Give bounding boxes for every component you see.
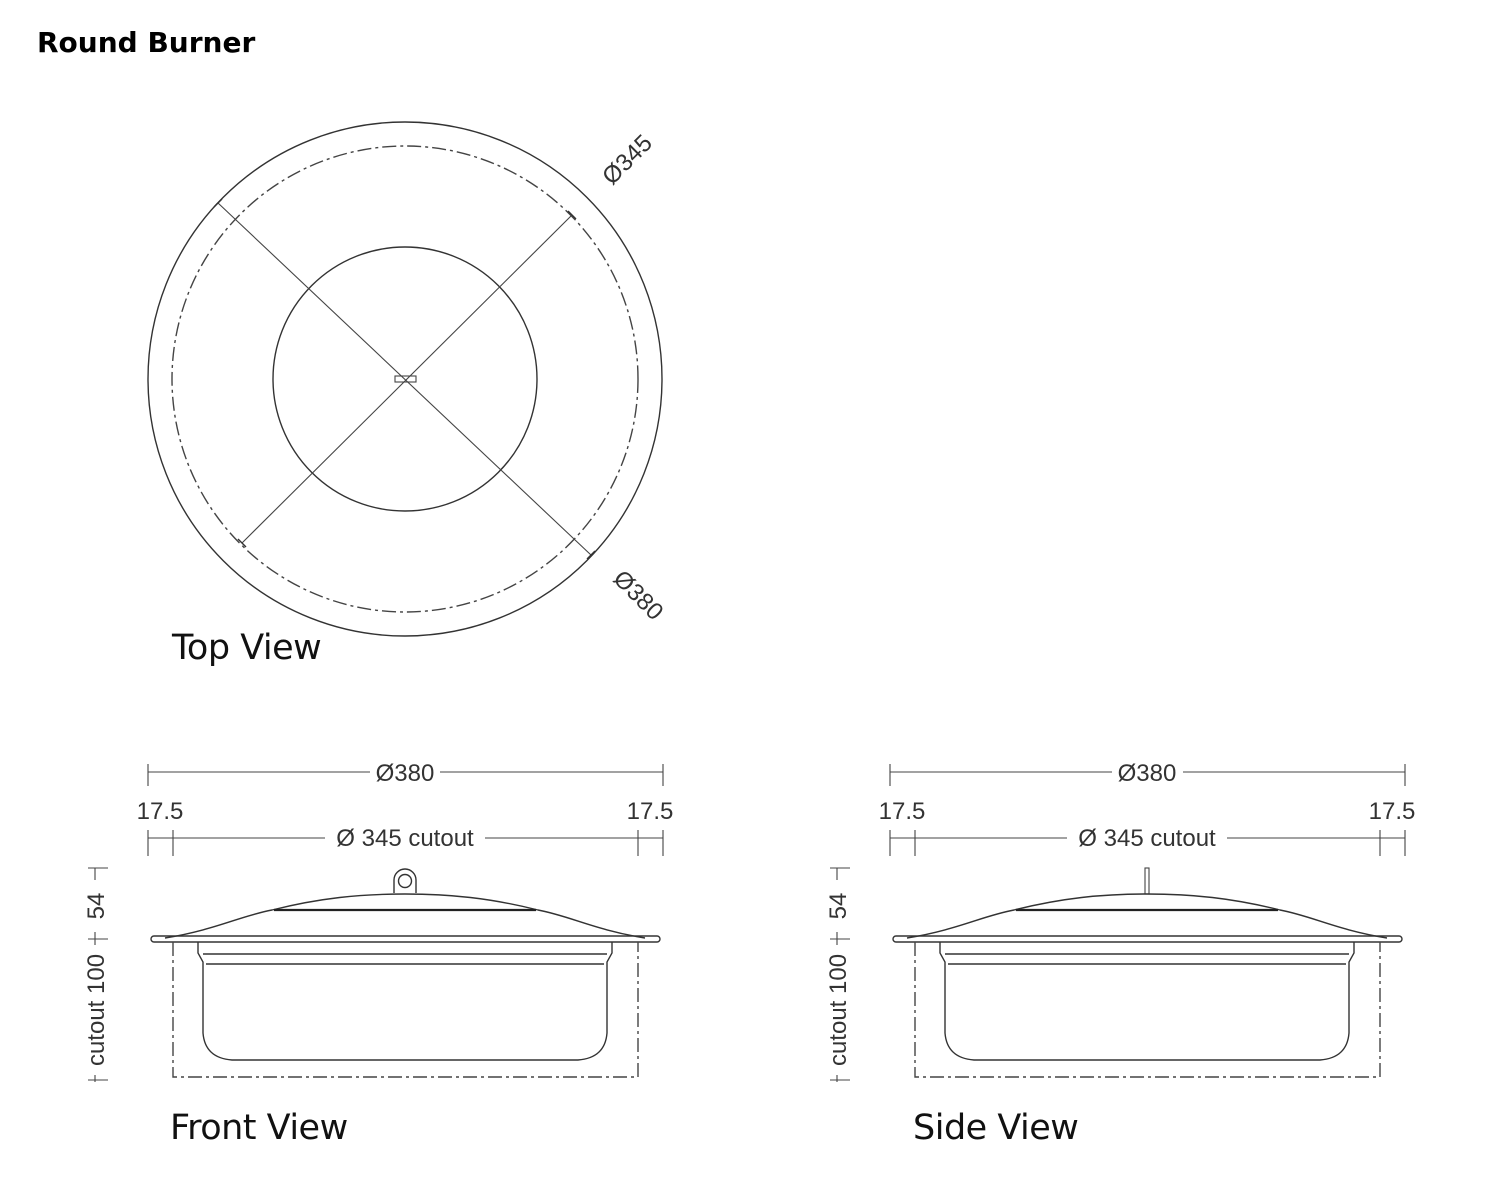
inner-burner-circle [272, 246, 538, 512]
side-dim-left-offset: 17.5 [879, 798, 926, 825]
page-title: Round Burner [37, 26, 256, 59]
side-dim-cutout: Ø 345 cutout [1078, 825, 1216, 852]
cutout-outline [172, 942, 639, 1078]
center-marker [394, 375, 417, 383]
outer-rim-circle [147, 121, 663, 637]
front-dim-right-offset: 17.5 [627, 798, 674, 825]
front-dim-cutout-depth: cutout 100 [83, 954, 110, 1066]
top-view-label: Top View [172, 628, 322, 668]
side-view-label: Side View [913, 1108, 1079, 1148]
front-view-label: Front View [170, 1108, 348, 1148]
front-view-drawing: Ø380 17.5 17.5 Ø 345 cutout 54 cutout 10… [82, 760, 673, 1082]
side-dim-lid-height: 54 [825, 893, 852, 920]
front-dim-lid-height: 54 [83, 893, 110, 920]
lid-dome [906, 893, 1388, 939]
lid-rim [150, 935, 661, 943]
top-dim-345: Ø345 [597, 130, 658, 191]
dimension-line-380 [217, 202, 592, 556]
cutout-circle [171, 145, 639, 613]
top-view-drawing: Ø345 Ø380 [147, 121, 669, 637]
front-dim-380: Ø380 [376, 760, 435, 787]
side-view-drawing: Ø380 17.5 17.5 Ø 345 cutout 54 cutout 10… [824, 760, 1415, 1082]
lid-dome [164, 893, 646, 939]
top-dim-380: Ø380 [608, 565, 669, 626]
side-dim-right-offset: 17.5 [1369, 798, 1416, 825]
lid-handle-ring [393, 868, 417, 893]
front-dim-left-offset: 17.5 [137, 798, 184, 825]
cutout-outline [914, 942, 1381, 1078]
dimension-line-345 [241, 214, 573, 544]
front-dim-cutout: Ø 345 cutout [336, 825, 474, 852]
lid-handle-edge [1144, 867, 1150, 895]
side-dim-380: Ø380 [1118, 760, 1177, 787]
pot-body [197, 942, 613, 1061]
pot-body [939, 942, 1355, 1061]
lid-rim [892, 935, 1403, 943]
side-dim-cutout-depth: cutout 100 [825, 954, 852, 1066]
